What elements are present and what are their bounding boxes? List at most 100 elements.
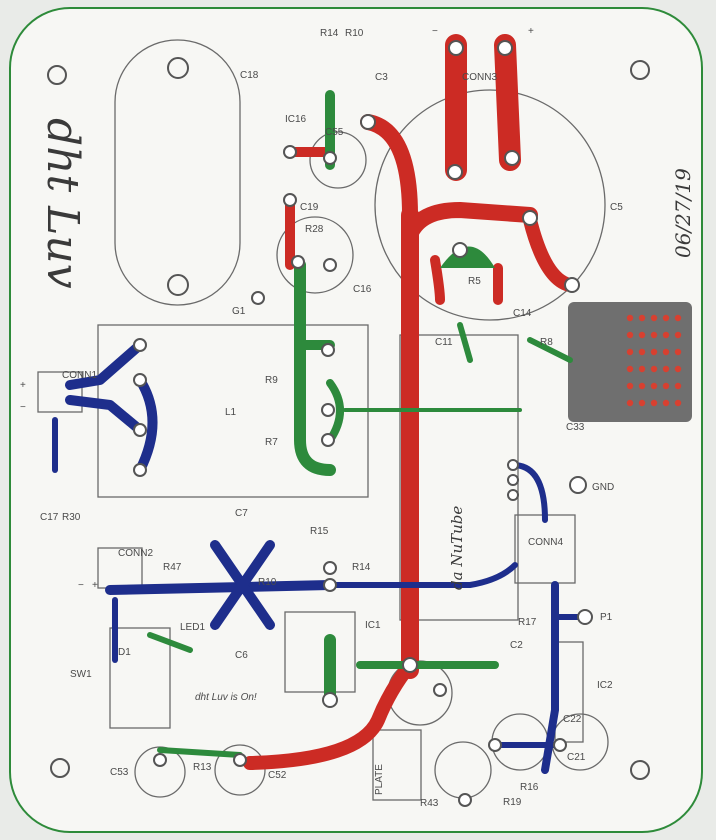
label-r16: R16 [520,782,539,793]
pad [251,291,265,305]
label-c18: C18 [240,70,259,81]
pad [283,193,297,207]
pad [564,277,580,293]
ic1-outline [284,611,356,693]
green-trace-bottom-left [157,747,243,758]
mounting-hole-top-left [47,65,67,85]
transformer-outline [114,39,241,306]
label-ic16: IC16 [285,114,307,125]
pad [133,338,147,352]
conn1-outline [37,371,83,413]
label-plate: PLATE [374,764,385,795]
blue-trace-c7-b [210,540,275,630]
label-r10-top: R10 [345,28,364,39]
label-r10: R10 [258,577,277,588]
red-trace-bottom [243,658,417,770]
pad [153,753,167,767]
label-l1: L1 [225,407,237,418]
heatsink-pin [638,365,646,373]
tagline-label: dht Luv is On! [195,692,257,703]
pad [321,343,335,357]
red-trace-r5-left [430,255,445,305]
pad [360,114,376,130]
pad [577,609,593,625]
blue-trace-main-horizontal [105,580,335,595]
label-c55: C55 [325,127,344,138]
red-trace-conn3-right [494,34,521,171]
green-traces [147,90,573,758]
pad [504,150,520,166]
pad [522,210,538,226]
label-r17: R17 [518,617,537,628]
pad [497,40,513,56]
heatsink-pin [662,399,670,407]
label-r13: R13 [193,762,212,773]
label-minus-top: − [432,26,438,37]
heatsink-pin [650,314,658,322]
label-conn1: CONN1 [62,370,97,381]
label-c11: C11 [435,337,453,348]
label-r28: R28 [305,224,324,235]
board-date: 06/27/19 [671,168,695,258]
heatsink-pin [674,314,682,322]
label-c14: C14 [513,308,532,319]
heatsink-pin [650,382,658,390]
heatsink-pin [650,331,658,339]
label-c52: C52 [268,770,287,781]
label-plus-conn2: + [92,580,98,591]
heatsink-pins [626,314,682,407]
label-minus-left: − [20,402,26,413]
c5-outline [374,89,606,321]
label-r9: R9 [265,375,278,386]
blue-trace-r14 [327,562,518,588]
label-ic2: IC2 [597,680,613,691]
heatsink-pin [662,365,670,373]
label-r15: R15 [310,526,329,537]
pad [233,753,247,767]
red-trace-to-c5 [402,202,538,243]
green-trace-led [147,632,193,653]
pad [323,151,337,165]
label-c7: C7 [235,508,248,519]
board-title: dht Luv [37,118,88,289]
red-traces [243,34,577,770]
green-trace-g1 [294,259,336,476]
heatsink-pin [638,314,646,322]
heatsink-pin [662,382,670,390]
heatsink-pin [650,399,658,407]
transformer-hole-top [167,57,189,79]
label-c17: C17 [40,512,59,523]
nutube-label: da NuTube [448,506,466,590]
heatsink-pin [674,348,682,356]
pad [507,474,519,486]
pad [321,403,335,417]
pad [402,657,418,673]
heatsink-pin [638,399,646,407]
mounting-holes [47,60,650,780]
label-c3: C3 [375,72,388,83]
heatsink-body [568,302,692,422]
heatsink-pin [638,348,646,356]
heatsink-pin [650,348,658,356]
mounting-hole-top-right [630,60,650,80]
pad [569,476,587,494]
pad [133,423,147,437]
pad [323,561,337,575]
label-r47: R47 [163,562,182,573]
heatsink-pin [674,365,682,373]
pad [452,242,468,258]
pad [447,164,463,180]
label-conn2: CONN2 [118,548,153,559]
label-plus-top: + [528,26,534,37]
label-d1: D1 [118,647,131,658]
heatsink-pin [662,331,670,339]
pad [323,258,337,272]
label-p1: P1 [600,612,613,623]
heatsink-pin [662,314,670,322]
pads [133,40,593,807]
red-pad-r5 [440,246,495,268]
pad [291,255,305,269]
pad [507,489,519,501]
label-g1: G1 [232,306,246,317]
